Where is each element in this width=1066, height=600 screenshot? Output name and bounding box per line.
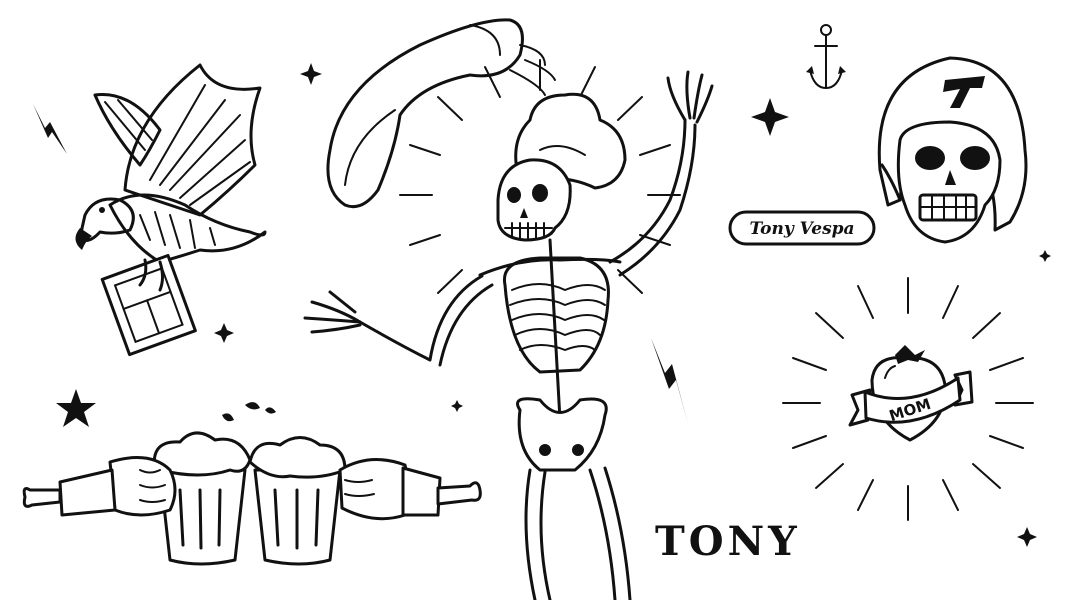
pizza-dough-icon	[326, 18, 556, 209]
sparkle-icon	[751, 98, 789, 136]
sparkle-icon	[300, 63, 322, 85]
beer-toast-icon	[22, 402, 482, 566]
sparkle-icon	[451, 400, 463, 412]
helmet-skull-icon	[877, 56, 1028, 244]
sparkle-icon	[1017, 527, 1037, 547]
tony-lettering: TONY	[655, 518, 801, 565]
star-icon	[56, 389, 96, 427]
tony-lettering-icon: TONY	[655, 518, 801, 565]
sparkle-icon	[1039, 250, 1051, 262]
tomato-heart-icon: MOM	[782, 277, 1034, 521]
badge-label: Tony Vespa	[749, 219, 854, 239]
sparkle-icon	[214, 323, 234, 343]
tony-vespa-badge: Tony Vespa	[728, 210, 876, 246]
eagle-with-pizza-box-icon	[75, 63, 267, 357]
skeleton-rays	[399, 59, 681, 294]
skeleton-chef-icon	[303, 70, 714, 600]
lightning-icon	[651, 338, 688, 424]
anchor-icon	[806, 24, 846, 90]
lightning-icon	[33, 104, 67, 154]
